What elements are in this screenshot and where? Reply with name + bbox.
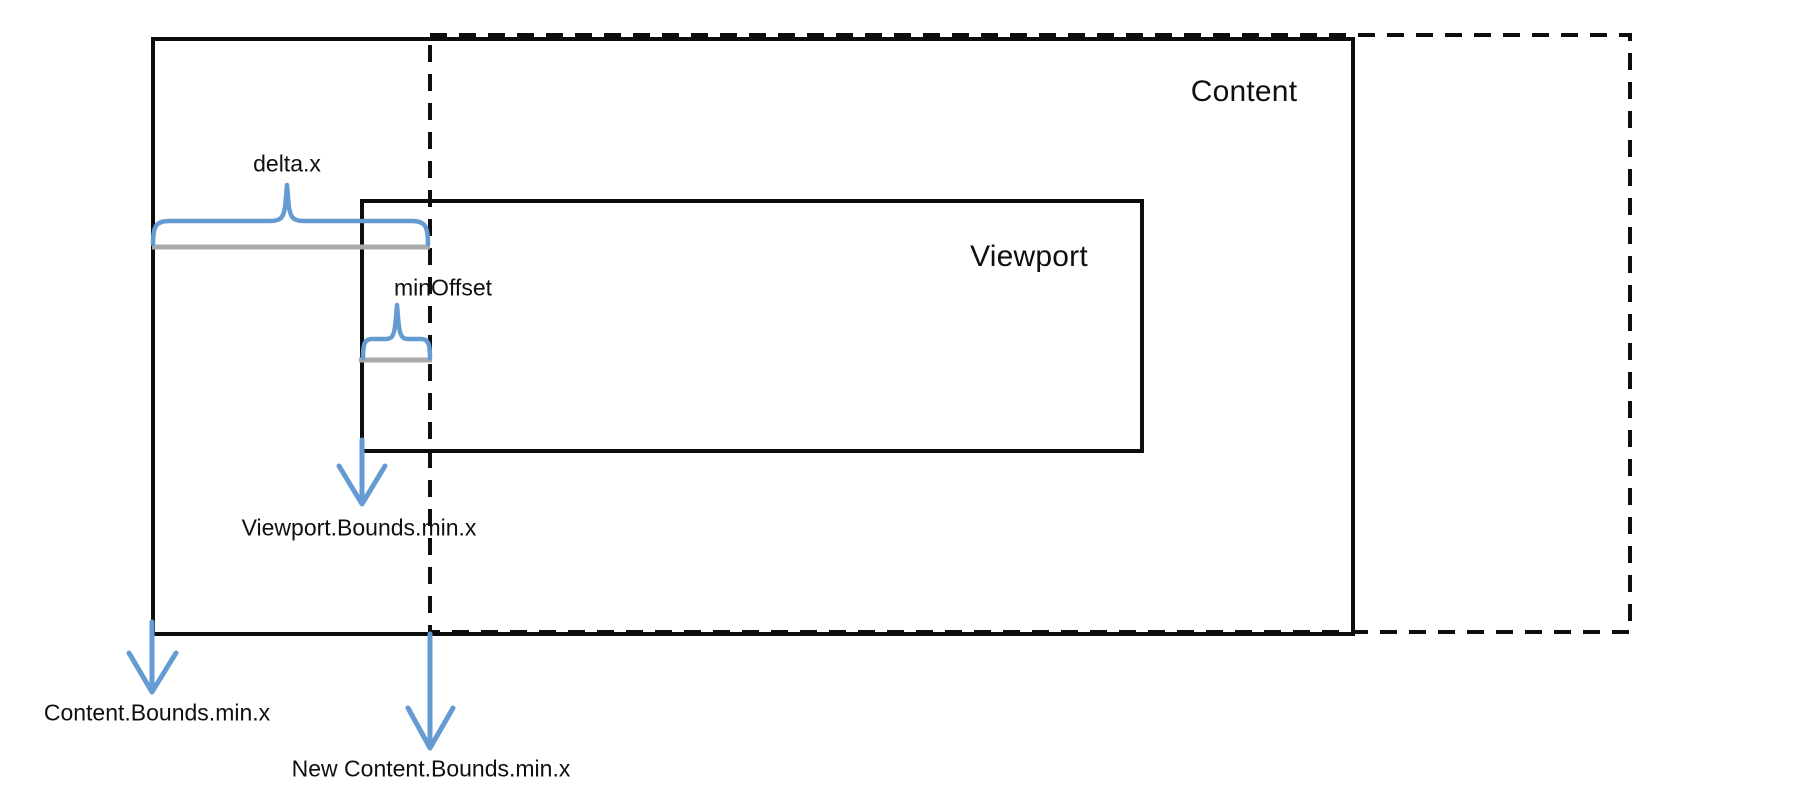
content-rect	[151, 37, 1355, 636]
min-offset-label: minOffset	[394, 274, 492, 301]
content-rect-label: Content	[1190, 75, 1298, 108]
new-content-dashed-rect	[428, 33, 1632, 634]
delta-x-brace	[150, 182, 431, 247]
delta-x-label: delta.x	[253, 150, 321, 177]
content-bounds-arrow-icon	[126, 619, 179, 695]
new-content-bounds-min-x-label: New Content.Bounds.min.x	[291, 755, 571, 782]
content-bounds-min-x-label: Content.Bounds.min.x	[43, 699, 271, 726]
new-content-bounds-arrow-icon	[405, 631, 456, 751]
viewport-rect-label: Viewport	[970, 240, 1088, 273]
viewport-rect	[360, 199, 1144, 453]
min-offset-brace	[360, 302, 433, 361]
viewport-bounds-arrow-icon	[336, 437, 388, 507]
viewport-bounds-min-x-label: Viewport.Bounds.min.x	[241, 514, 477, 541]
